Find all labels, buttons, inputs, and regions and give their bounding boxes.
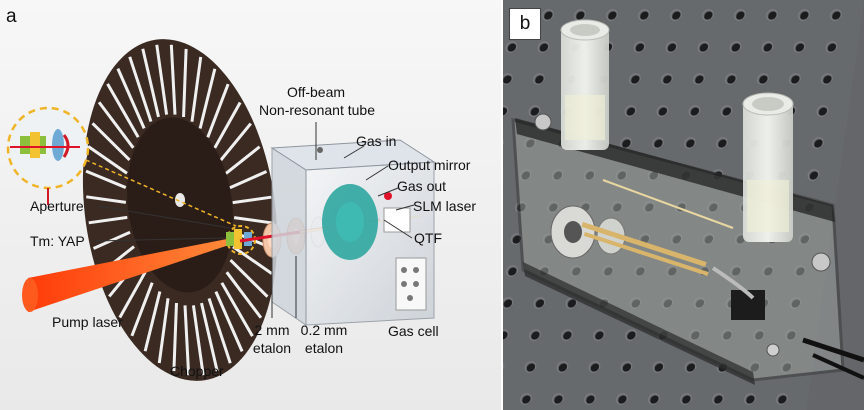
chopper-slot <box>141 48 160 118</box>
chopper-slot <box>229 170 268 190</box>
panel-letter-b: b <box>509 8 541 40</box>
gas-cell-box <box>270 139 436 326</box>
label-pump-laser: Pump laser <box>52 314 123 330</box>
label-aperture: Aperture <box>30 198 84 214</box>
label-gas-cell: Gas cell <box>388 323 439 339</box>
label-gas-out: Gas out <box>397 178 447 194</box>
label-qtf: QTF <box>414 230 442 246</box>
chopper-slot <box>130 282 154 337</box>
chopper-slot <box>207 297 232 364</box>
panel-a-schematic: a Off-beam Non-resonant tube Gas in Outp… <box>0 0 501 410</box>
chopper-slot <box>143 291 162 352</box>
chopper-slot <box>91 122 131 161</box>
chopper-slot <box>106 83 140 138</box>
panel-b-photograph: b <box>503 0 864 410</box>
pump-laser-beam <box>28 238 232 312</box>
label-off-beam: Off-beam <box>286 84 346 100</box>
chopper-slot <box>182 48 188 118</box>
chopper-slot <box>85 169 127 189</box>
chopper-slot <box>116 68 146 129</box>
label-etalon-02mm-line2: etalon <box>304 340 344 356</box>
chopper-wheel <box>82 39 278 381</box>
chopper-slot <box>219 122 252 162</box>
chopper-slot <box>118 271 147 319</box>
panel-letter-a: a <box>6 6 17 27</box>
chopper-slot <box>229 259 269 298</box>
label-output-mirror: Output mirror <box>388 157 471 173</box>
inset-laser-crystal <box>10 129 80 161</box>
chopper-slot <box>97 101 135 149</box>
gas-cell-photo <box>503 0 864 410</box>
schematic-illustration <box>6 39 436 381</box>
chopper-slot <box>200 302 219 372</box>
label-tm-yap: Tm: YAP <box>30 233 85 249</box>
chopper-slot <box>232 195 272 205</box>
label-chopper: Chopper <box>170 363 224 379</box>
qtf-wires <box>581 222 707 267</box>
chopper-slot <box>172 302 178 372</box>
chopper-slot <box>191 305 205 376</box>
label-etalon-02mm-line1: 0.2 mm <box>300 322 348 338</box>
gas-outlet-tube <box>742 92 794 242</box>
label-gas-in: Gas in <box>356 133 397 149</box>
chopper-slot <box>232 245 273 275</box>
chopper-slot <box>169 44 177 115</box>
chopper-slot <box>214 291 244 352</box>
label-non-resonant-tube: Non-resonant tube <box>259 102 375 118</box>
chopper-slot <box>86 195 127 204</box>
chopper-slot <box>155 44 169 115</box>
chopper-slot <box>157 298 170 364</box>
chopper-slot <box>213 101 242 149</box>
label-slm-laser: SLM laser <box>413 198 477 214</box>
chopper-slot <box>233 216 274 225</box>
gas-inlet-tube <box>560 19 610 150</box>
chopper-slot <box>206 83 230 138</box>
chopper-slot <box>198 68 217 129</box>
chopper-slot <box>225 271 263 319</box>
chopper-slot <box>225 145 261 175</box>
chopper-slot <box>87 145 128 175</box>
chopper-slot <box>183 305 191 376</box>
chopper-slot <box>220 282 254 337</box>
label-etalon-2mm-line2: etalon <box>252 340 292 356</box>
chopper-slot <box>190 56 203 122</box>
label-etalon-2mm-line1: 2 mm <box>254 322 290 338</box>
chopper-slot <box>88 215 128 225</box>
chopper-slot <box>128 56 153 123</box>
